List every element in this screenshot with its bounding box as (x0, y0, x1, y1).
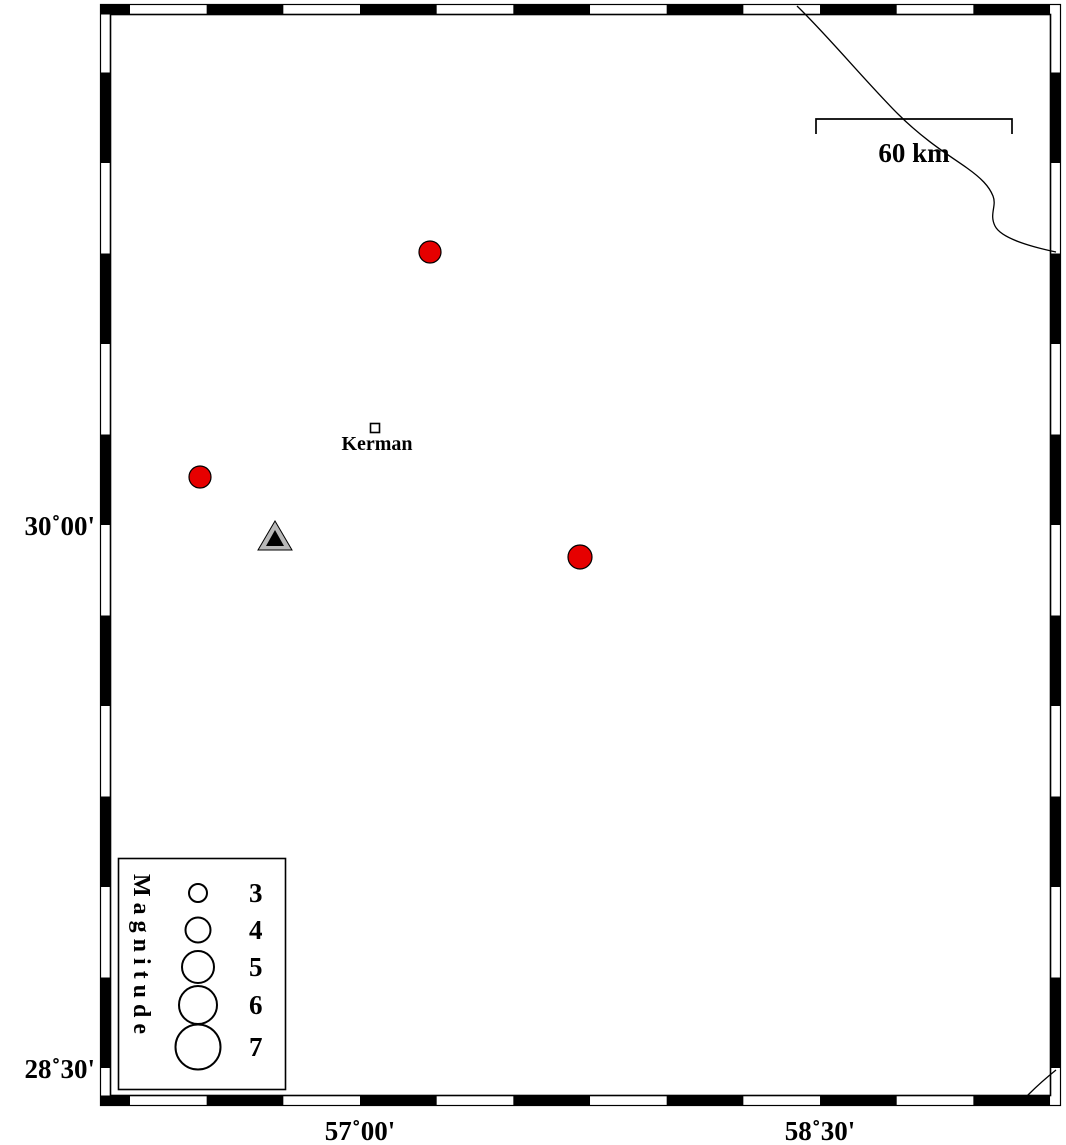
frame-segment (973, 1095, 1051, 1106)
frame-segment (513, 1095, 591, 1106)
legend-circle (184, 916, 212, 944)
axis-labels: 30˚00' 28˚30' 57˚00' 58˚30' (25, 511, 856, 1145)
legend-value-label: 4 (249, 915, 263, 945)
city-label: Kerman (341, 433, 412, 455)
earthquake-marker (567, 544, 593, 570)
river-lines (796, 5, 1057, 1105)
frame-segment (1050, 434, 1061, 525)
frame-segment (820, 1095, 897, 1106)
frame-segment (1050, 796, 1061, 887)
legend-circle (181, 950, 215, 984)
scale-bar-bracket (815, 118, 1013, 134)
frame-segment (1050, 72, 1061, 163)
latitude-label: 28˚30' (25, 1054, 96, 1084)
triangle-marker (257, 520, 293, 551)
frame-segment (360, 1095, 437, 1106)
earthquake-marker (418, 240, 442, 264)
legend-title: Magnitude (128, 874, 154, 1040)
earthquake-markers (188, 240, 593, 570)
legend-value-label: 3 (249, 878, 263, 908)
legend-circle (188, 883, 208, 903)
longitude-label: 57˚00' (325, 1116, 396, 1145)
city-marker: Kerman (341, 422, 413, 455)
frame-segment (513, 4, 591, 15)
frame-segment (666, 1095, 744, 1106)
legend-value-label: 6 (249, 990, 263, 1020)
latitude-label: 30˚00' (25, 511, 96, 541)
longitude-label: 58˚30' (785, 1116, 856, 1145)
frame-segment (100, 977, 111, 1068)
scale-bar: 60 km (815, 118, 1013, 168)
frame-segment (100, 434, 111, 525)
city-square-icon (369, 422, 381, 434)
legend-value-label: 7 (249, 1032, 263, 1062)
river-line-northeast (796, 5, 1057, 253)
frame-segment (100, 72, 111, 163)
frame-segment (973, 4, 1051, 15)
frame-segment (1050, 253, 1061, 344)
frame-segment (100, 253, 111, 344)
legend-value-label: 5 (249, 952, 263, 982)
river-line-southeast (1018, 1069, 1057, 1105)
earthquake-marker (188, 465, 212, 489)
legend-entries: 3 4 5 6 7 (174, 878, 263, 1071)
frame-segment (1050, 615, 1061, 706)
frame-segment (666, 4, 744, 15)
frame-segment (206, 1095, 284, 1106)
frame-segment (100, 615, 111, 706)
frame-segment (100, 1095, 130, 1106)
legend-circle (174, 1023, 222, 1071)
frame-segment (100, 796, 111, 887)
frame-segment (206, 4, 284, 15)
frame-segment (1050, 977, 1061, 1068)
triangle-inner (266, 530, 284, 546)
scale-bar-label: 60 km (878, 138, 950, 168)
frame-segment (360, 4, 437, 15)
frame-segment (100, 4, 130, 15)
frame-segment (820, 4, 897, 15)
legend-circle (178, 985, 218, 1025)
legend: Magnitude 3 4 5 6 7 (117, 857, 287, 1091)
